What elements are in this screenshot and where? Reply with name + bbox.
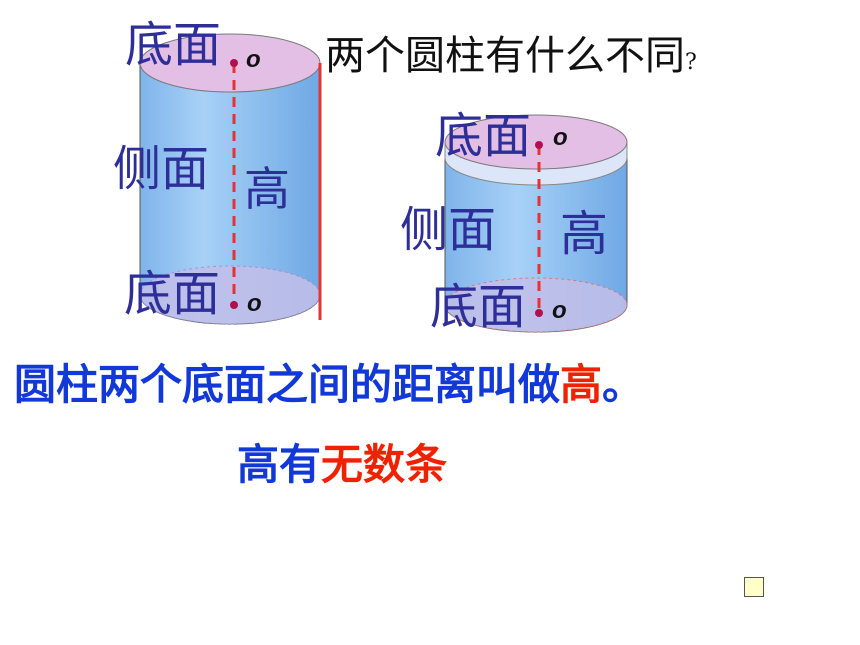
left-top-center-dot	[230, 59, 238, 67]
right-top-center-dot	[535, 141, 543, 149]
note-highlight: 无数条	[321, 440, 448, 489]
right-top-center-label: o	[553, 124, 568, 151]
right-height-label: 高	[560, 206, 609, 262]
left-height-label: 高	[244, 162, 290, 216]
right-cylinder	[444, 114, 628, 333]
question-heading: 两个圆柱有什么不同?	[325, 36, 697, 76]
definition-highlight: 高	[560, 360, 603, 409]
question-mark: ?	[685, 50, 697, 75]
left-bottom-center-label: o	[247, 290, 262, 317]
note-text: 高有	[237, 440, 322, 489]
definition-period: 。	[602, 360, 645, 409]
right-bottom-base	[444, 277, 628, 333]
left-bottom-label: 底面	[124, 266, 221, 322]
right-bottom-center-dot	[535, 309, 543, 317]
right-top-base	[444, 114, 628, 170]
slide-nav-box[interactable]	[744, 577, 764, 597]
left-top-label: 底面	[125, 17, 222, 73]
question-text: 两个圆柱有什么不同	[325, 33, 685, 79]
left-side-label: 侧面	[113, 141, 210, 197]
right-top-label: 底面	[435, 108, 532, 164]
left-top-center-label: o	[246, 46, 261, 73]
height-definition: 圆柱两个底面之间的距离叫做高。	[14, 364, 644, 406]
right-side-label: 侧面	[400, 202, 497, 258]
left-cylinder	[139, 33, 322, 325]
height-count-note: 高有无数条	[237, 444, 447, 486]
definition-text: 圆柱两个底面之间的距离叫做	[14, 360, 561, 409]
right-bottom-label: 底面	[430, 279, 527, 335]
right-bottom-center-label: o	[552, 297, 567, 324]
left-bottom-center-dot	[230, 301, 238, 309]
